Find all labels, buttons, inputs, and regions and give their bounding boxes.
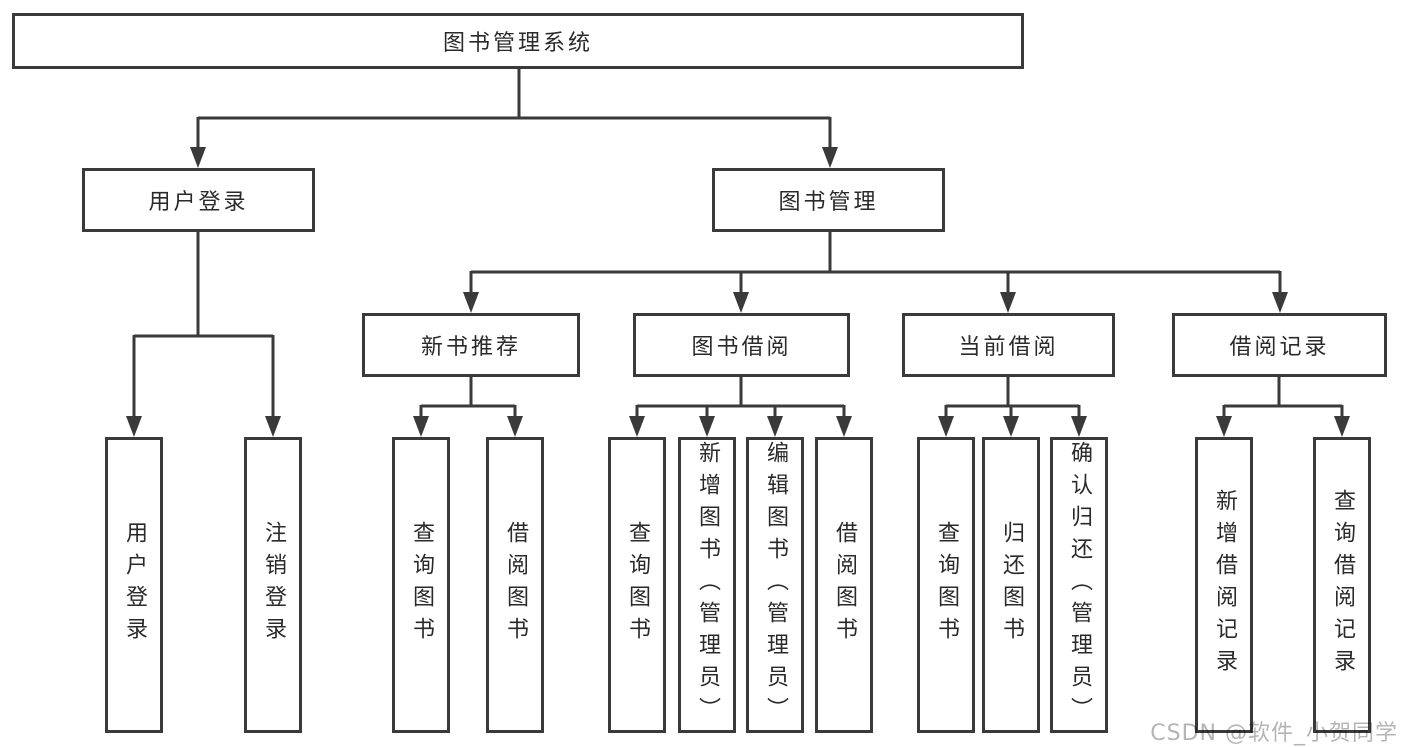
arrowhead-icon <box>1000 292 1016 313</box>
leaf-query-borrow-record: 查询借阅记录 <box>1313 437 1371 733</box>
leaf-label: 新增借阅记录 <box>1212 489 1237 681</box>
leaf-borrow-books-recommend: 借阅图书 <box>486 437 544 733</box>
leaf-edit-books-admin: 编辑图书（管理员） <box>746 437 804 733</box>
arrowhead-icon <box>1272 292 1288 313</box>
leaf-label: 注销登录 <box>261 521 286 649</box>
arrowhead-icon <box>1003 416 1019 437</box>
leaf-user-login: 用户登录 <box>105 437 163 733</box>
leaf-add-borrow-record: 新增借阅记录 <box>1195 437 1253 733</box>
arrowhead-icon <box>733 292 749 313</box>
node-current-borrowing: 当前借阅 <box>902 313 1115 377</box>
node-book-borrowing: 图书借阅 <box>633 313 850 377</box>
arrowhead-icon <box>265 416 281 437</box>
leaf-query-books-current: 查询图书 <box>917 437 975 733</box>
leaf-label: 确认归还（管理员） <box>1067 441 1092 729</box>
node-root: 图书管理系统 <box>12 13 1024 69</box>
node-new-book-recommend: 新书推荐 <box>362 313 580 377</box>
leaf-query-books-borrowing: 查询图书 <box>608 437 666 733</box>
arrowhead-icon <box>1334 416 1350 437</box>
arrowhead-icon <box>126 416 142 437</box>
arrowhead-icon <box>507 416 523 437</box>
arrowhead-icon <box>836 416 852 437</box>
arrowhead-icon <box>767 416 783 437</box>
csdn-watermark: CSDN @软件_小贺同学 <box>1150 721 1398 746</box>
leaf-label: 用户登录 <box>122 521 147 649</box>
leaf-logout: 注销登录 <box>244 437 302 733</box>
leaf-label: 编辑图书（管理员） <box>763 441 788 729</box>
leaf-label: 新增图书（管理员） <box>695 441 720 729</box>
node-borrow-record: 借阅记录 <box>1172 313 1387 377</box>
leaf-label: 查询图书 <box>625 521 650 649</box>
leaf-label: 借阅图书 <box>503 521 528 649</box>
node-user-login-branch: 用户登录 <box>82 168 315 232</box>
leaf-label: 查询图书 <box>409 521 434 649</box>
leaf-label: 查询借阅记录 <box>1330 489 1355 681</box>
arrowhead-icon <box>629 416 645 437</box>
arrowhead-icon <box>822 147 838 168</box>
leaf-label: 归还图书 <box>999 521 1024 649</box>
leaf-label: 查询图书 <box>934 521 959 649</box>
arrowhead-icon <box>938 416 954 437</box>
arrowhead-icon <box>1216 416 1232 437</box>
arrowhead-icon <box>699 416 715 437</box>
leaf-label: 借阅图书 <box>832 521 857 649</box>
arrowhead-icon <box>1071 416 1087 437</box>
leaf-borrow-books-borrowing: 借阅图书 <box>815 437 873 733</box>
arrowhead-icon <box>463 292 479 313</box>
arrowhead-icon <box>413 416 429 437</box>
arrowhead-icon <box>190 147 206 168</box>
leaf-query-books-recommend: 查询图书 <box>392 437 450 733</box>
node-book-management-branch: 图书管理 <box>712 168 945 232</box>
leaf-confirm-return-admin: 确认归还（管理员） <box>1050 437 1108 733</box>
leaf-return-books: 归还图书 <box>982 437 1040 733</box>
leaf-add-books-admin: 新增图书（管理员） <box>678 437 736 733</box>
